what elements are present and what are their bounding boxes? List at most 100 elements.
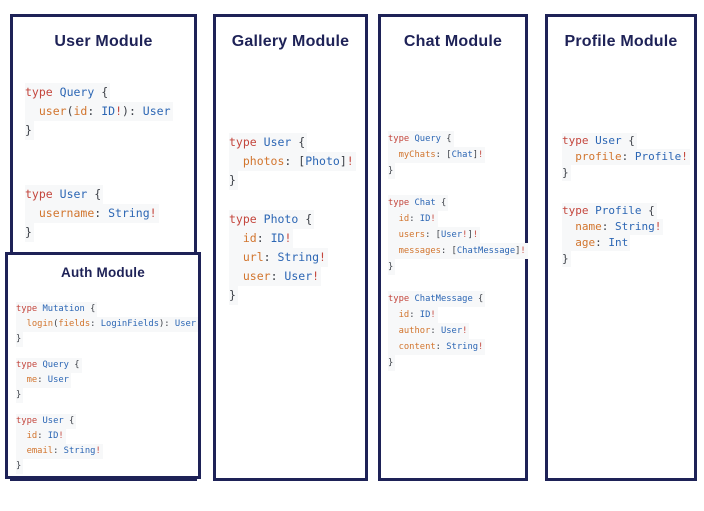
code-token: : [ (435, 150, 452, 160)
code-token: ! (312, 269, 320, 283)
code-token: { (84, 304, 96, 314)
code-token: Photo (305, 154, 340, 168)
code-token: Mutation (42, 304, 85, 314)
code-token: User (595, 134, 622, 147)
code-token: photos (242, 154, 285, 168)
code-token: User (42, 416, 64, 426)
code-token (257, 212, 264, 226)
chat-module-code: type Query { myChats: [Chat]!}type Chat … (388, 131, 528, 371)
code-token: ( (66, 104, 74, 118)
code-line: id: ID! (229, 229, 294, 248)
code-line: type User { (25, 185, 104, 204)
code-line: id: ID! (388, 211, 438, 227)
code-token: type (562, 204, 589, 217)
code-token: ID (47, 431, 59, 441)
code-token: : (430, 326, 441, 336)
code-token: ] (515, 246, 521, 256)
code-token: } (16, 461, 22, 471)
code-token: user (38, 104, 67, 118)
profile-module-title: Profile Module (564, 33, 678, 50)
code-token (16, 431, 27, 441)
code-token: ): (159, 319, 175, 329)
code-line: id: ID! (388, 307, 438, 323)
code-token: ID (270, 231, 285, 245)
code-token: ! (681, 150, 688, 163)
code-line: } (229, 286, 238, 305)
code-token: ): (122, 104, 143, 118)
code-token (388, 342, 399, 352)
code-block: type Chat { id: ID! users: [User!]! mess… (388, 195, 528, 275)
code-token: } (388, 166, 394, 176)
code-line: } (388, 259, 396, 275)
code-token: LoginFields (100, 319, 160, 329)
code-token: age (575, 236, 596, 249)
code-block: type Mutation { login(fields: LoginField… (16, 302, 199, 347)
code-token (388, 214, 399, 224)
code-token: ! (58, 431, 64, 441)
code-token (257, 135, 264, 149)
code-token (562, 150, 575, 163)
code-line: profile: Profile! (562, 149, 690, 165)
code-token (562, 220, 575, 233)
code-token: { (87, 187, 102, 201)
code-token (388, 150, 399, 160)
code-token: : (409, 310, 420, 320)
code-line: } (25, 223, 34, 242)
code-line: } (16, 332, 24, 347)
code-block: type Photo { id: ID! url: String! user: … (229, 210, 365, 305)
code-token: type (229, 212, 257, 226)
code-token: } (229, 173, 236, 187)
code-token: ! (149, 206, 157, 220)
code-token: { (63, 416, 75, 426)
code-block: type ChatMessage { id: ID! author: User!… (388, 291, 525, 371)
code-token: : (270, 269, 285, 283)
code-line: type User { (562, 133, 637, 149)
code-token: { (621, 134, 635, 147)
code-token: } (25, 225, 32, 239)
code-line: } (229, 171, 238, 190)
code-line: login(fields: LoginFields): User (16, 317, 199, 332)
code-block: type Profile { name: String! age: Int} (562, 203, 694, 267)
code-token: } (229, 288, 236, 302)
code-token: Int (608, 236, 629, 249)
code-token: ChatMessage (456, 246, 516, 256)
code-line: type ChatMessage { (388, 291, 486, 307)
gallery-module-title: Gallery Module (231, 33, 350, 50)
code-token: Photo (263, 212, 299, 226)
code-token: users (398, 230, 426, 240)
code-token: { (291, 135, 306, 149)
code-token: profile (575, 150, 622, 163)
code-token: { (435, 198, 447, 208)
code-token: id (242, 231, 257, 245)
user-module-title: User Module (54, 33, 153, 50)
code-line: username: String! (25, 204, 159, 223)
code-token (229, 269, 243, 283)
code-token (53, 187, 60, 201)
code-token: Profile (634, 150, 682, 163)
code-line: type User { (16, 414, 77, 429)
code-token: user (242, 269, 271, 283)
code-line: photos: [Photo]! (229, 152, 356, 171)
code-token: : (94, 206, 109, 220)
code-line: type Query { (16, 358, 82, 373)
code-token: : (595, 236, 609, 249)
code-line: myChats: [Chat]! (388, 147, 486, 163)
code-token: messages (398, 246, 441, 256)
code-line: email: String! (16, 444, 103, 459)
code-token (229, 231, 243, 245)
code-token: ! (346, 154, 354, 168)
code-token: ! (284, 231, 292, 245)
code-token: ID (419, 310, 431, 320)
code-token: id (398, 214, 410, 224)
code-token: { (94, 85, 109, 99)
code-token: id (73, 104, 88, 118)
code-token: ID (101, 104, 116, 118)
code-line: type Photo { (229, 210, 315, 229)
code-token (25, 206, 39, 220)
code-token: String (63, 446, 96, 456)
code-token: : (263, 250, 278, 264)
code-token: : (37, 375, 48, 385)
code-token: : (87, 104, 102, 118)
code-token (16, 319, 27, 329)
